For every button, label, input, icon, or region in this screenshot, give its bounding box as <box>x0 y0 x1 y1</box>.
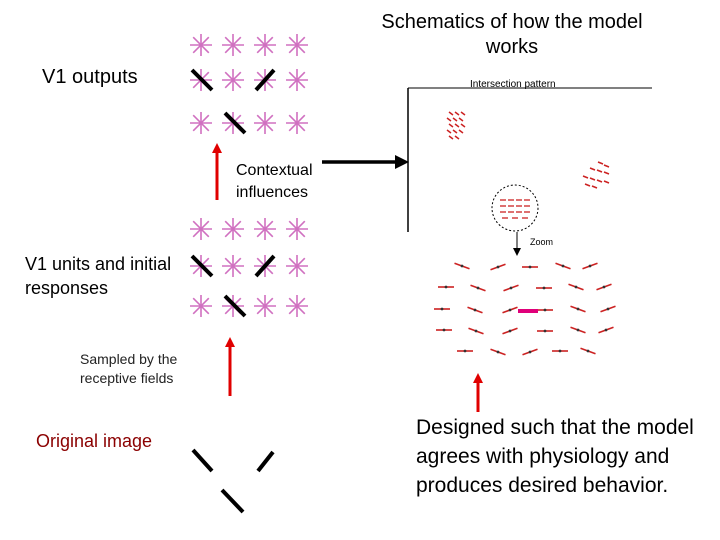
designed-caption: Designed such that the model agrees with… <box>416 416 694 497</box>
contextual-influences-label: Contextual influences <box>236 162 313 201</box>
zoomed-unit-dot <box>509 286 513 290</box>
zoomed-unit-dot <box>442 328 446 332</box>
model-figure-panel <box>407 87 652 356</box>
unit-star <box>286 34 308 56</box>
zoomed-unit-dot <box>606 307 610 311</box>
unit-star <box>286 112 308 134</box>
zoomed-unit-dot <box>542 286 546 290</box>
zoomed-unit-dot <box>586 349 590 353</box>
zoomed-unit-dot <box>508 308 512 312</box>
unit-star <box>190 112 212 134</box>
zoomed-unit-array <box>434 262 616 356</box>
zoomed-unit-dot <box>463 349 467 353</box>
unit-star <box>254 218 276 240</box>
zoomed-unit-dot <box>508 329 512 333</box>
active-unit-bar <box>223 111 247 135</box>
zoomed-unit-dot <box>576 328 580 332</box>
zoomed-unit-dot <box>473 308 477 312</box>
zoomed-unit-dot <box>576 307 580 311</box>
unit-star <box>222 255 244 277</box>
original-image-bars <box>191 448 275 514</box>
unit-star <box>286 218 308 240</box>
zoomed-center-cluster <box>500 199 530 219</box>
unit-star <box>286 295 308 317</box>
zoomed-unit-dot <box>602 285 606 289</box>
intersection-cluster-left <box>446 111 466 140</box>
active-unit-bar <box>190 254 214 278</box>
zoomed-unit-dot <box>444 285 448 289</box>
zoom-label: Zoom <box>530 237 554 247</box>
v1-unit-grid <box>190 218 308 318</box>
unit-star <box>254 295 276 317</box>
v1-output-grid <box>190 34 308 135</box>
active-unit-bar <box>254 68 276 92</box>
zoomed-unit-dot <box>543 329 547 333</box>
unit-star <box>254 112 276 134</box>
highlighted-unit <box>518 309 538 313</box>
active-unit-bar <box>190 68 214 92</box>
zoomed-unit-dot <box>528 350 532 354</box>
original-image-label: Original image <box>36 431 153 451</box>
zoomed-unit-dot <box>476 286 480 290</box>
zoomed-unit-dot <box>474 329 478 333</box>
active-unit-bar <box>254 254 276 278</box>
zoomed-unit-dot <box>574 285 578 289</box>
zoomed-unit-dot <box>528 265 532 269</box>
zoomed-unit-dot <box>588 264 592 268</box>
sampled-label: Sampled by the receptive fields <box>80 351 178 386</box>
unit-star <box>190 34 212 56</box>
zoomed-unit-dot <box>440 307 444 311</box>
v1-outputs-label: V1 outputs <box>42 66 138 88</box>
zoomed-unit-dot <box>543 308 547 312</box>
v1-units-label: V1 units and initial responses <box>25 254 172 298</box>
unit-star <box>286 69 308 91</box>
unit-star <box>254 34 276 56</box>
active-unit-bar <box>223 294 247 318</box>
zoomed-unit-dot <box>558 349 562 353</box>
zoomed-unit-dot <box>496 265 500 269</box>
zoomed-unit-dot <box>460 264 464 268</box>
zoomed-unit-dot <box>561 264 565 268</box>
intersection-pattern-label: Intersection pattern <box>470 79 556 90</box>
unit-star <box>222 69 244 91</box>
slide-title: Schematics of how the model works <box>381 11 643 58</box>
unit-star <box>222 218 244 240</box>
unit-star <box>222 34 244 56</box>
intersection-cluster-right <box>582 161 610 189</box>
unit-star <box>190 295 212 317</box>
zoomed-unit-dot <box>604 328 608 332</box>
unit-star <box>190 218 212 240</box>
unit-star <box>286 255 308 277</box>
zoomed-unit-dot <box>496 350 500 354</box>
